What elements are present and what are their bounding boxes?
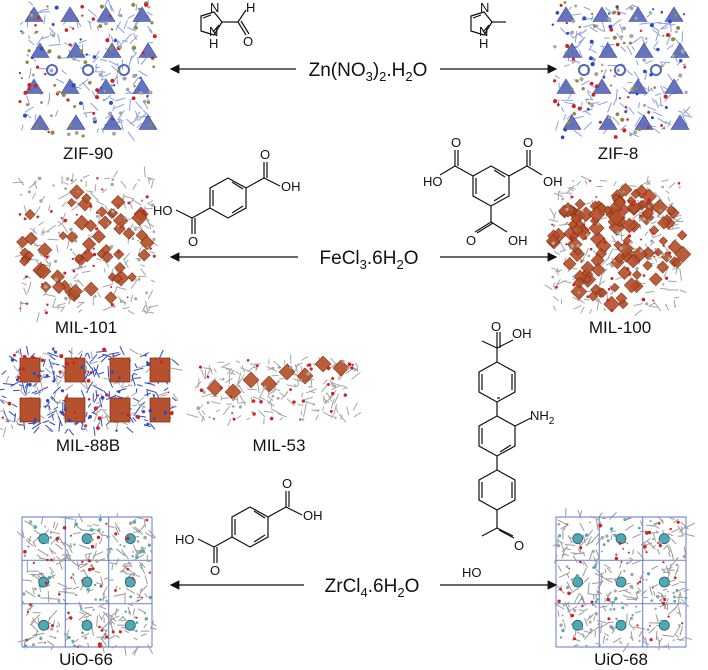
zirconium-chloride-label: ZrCl4.6H2O	[325, 576, 420, 600]
atda-nh2: NH2	[530, 408, 555, 427]
tpa-uio-o-top: O	[282, 476, 292, 491]
tma-oh-right: OH	[543, 174, 563, 189]
2-methylimidazole-ligand	[470, 11, 506, 36]
zif-90-structure-image	[18, 0, 158, 142]
iron-chloride-label: FeCl3.6H2O	[320, 248, 419, 272]
atda-o-bottom: O	[514, 538, 524, 553]
tpa-mil-o-bottom: O	[188, 234, 198, 249]
tma-o-right: O	[523, 135, 533, 150]
amino-terphenyl-dicarboxylic-acid-ligand	[478, 332, 532, 539]
ligand1-nh-atom: HN	[209, 24, 218, 51]
zinc-nitrate-label: Zn(NO3)2.H2O	[309, 60, 428, 84]
ligand2-n-atom: N	[480, 0, 489, 15]
uio-68-label: UiO-68	[594, 650, 648, 669]
tma-ho: HO	[423, 174, 443, 189]
zif-8-structure-image	[551, 1, 693, 140]
tpa-uio-o-bottom: O	[210, 563, 220, 578]
mil-88b-structure-image	[0, 345, 183, 438]
mil-101-label: MIL-101	[55, 318, 117, 337]
terephthalic-acid-ligand-mil	[175, 162, 281, 234]
mil-88b-label: MIL-88B	[56, 436, 120, 455]
atda-oh-top: OH	[512, 326, 532, 341]
zif-8-label: ZIF-8	[598, 144, 639, 163]
tpa-uio-ho: HO	[175, 532, 195, 547]
mil-100-label: MIL-100	[589, 318, 651, 337]
ligand2-nh-atom: HN	[479, 24, 488, 51]
uio-68-structure-image	[552, 507, 696, 653]
imidazole-2-carboxaldehyde-ligand	[200, 9, 250, 36]
tpa-mil-oh: OH	[281, 179, 301, 194]
terephthalic-acid-ligand-uio	[197, 491, 303, 563]
ligand1-n-atom: N	[210, 0, 219, 15]
zif-90-label: ZIF-90	[63, 144, 113, 163]
uio-66-structure-image	[16, 513, 157, 656]
trimesic-acid-ligand	[439, 150, 543, 234]
mil-53-structure-image	[186, 354, 362, 427]
atda-ho: HO	[462, 565, 482, 580]
mil-53-label: MIL-53	[253, 436, 306, 455]
atda-o-top: O	[491, 319, 501, 334]
mil-100-structure-image	[544, 175, 692, 317]
uio-66-label: UiO-66	[59, 650, 113, 669]
tpa-mil-ho: HO	[153, 203, 173, 218]
tma-o-left: O	[451, 135, 461, 150]
tpa-mil-o-top: O	[260, 147, 270, 162]
tpa-uio-oh: OH	[303, 508, 323, 523]
tma-o-bottom: O	[466, 233, 476, 248]
tma-oh-bottom: OH	[508, 233, 528, 248]
ligand1-o-atom: O	[243, 34, 253, 49]
ligand1-h-atom: H	[246, 0, 255, 15]
mil-101-structure-image	[12, 166, 159, 323]
